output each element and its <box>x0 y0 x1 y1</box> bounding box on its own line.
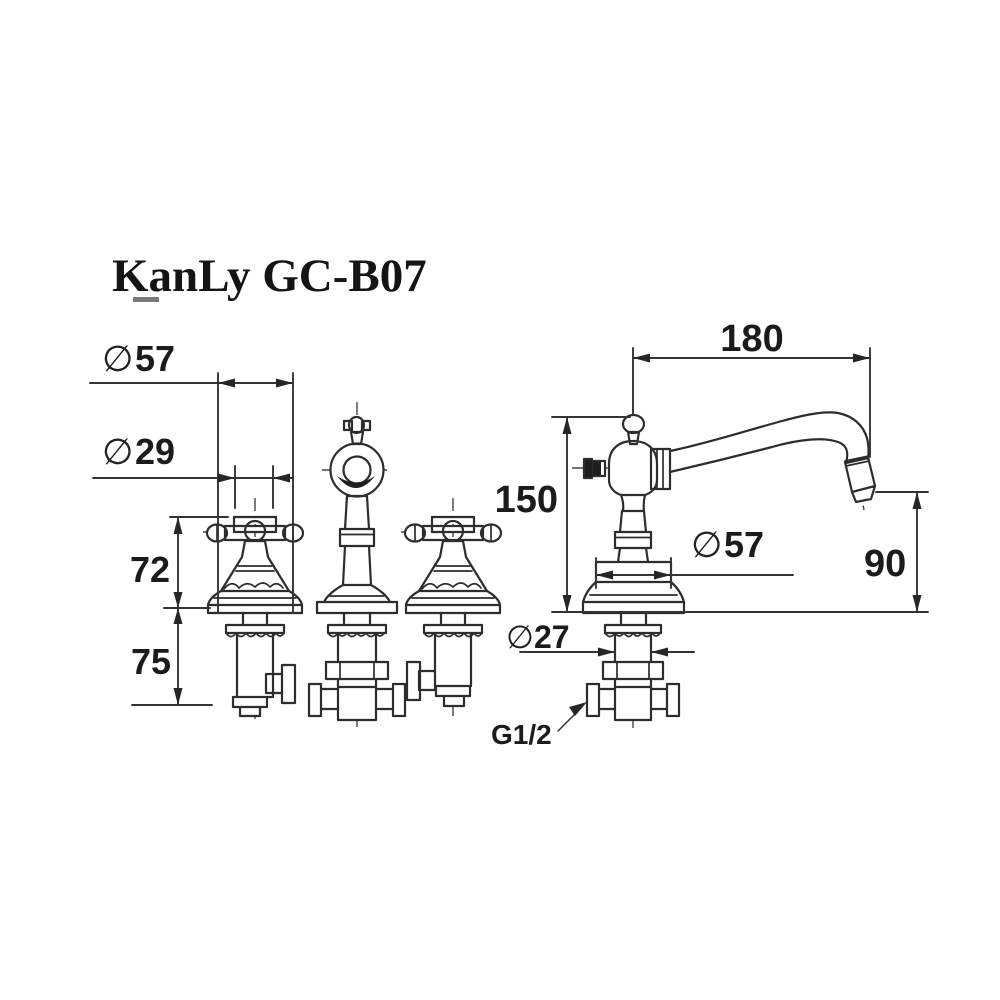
title-block: KanLy GC-B07 <box>112 250 427 302</box>
dim-symbol-d57-left: ∅ <box>102 339 133 380</box>
dim-height-150: 150 <box>495 416 631 613</box>
dim-spout-reach-180: 180 <box>632 318 871 458</box>
dim-value-90: 90 <box>864 543 906 585</box>
dim-shank-diameter-27: ∅ 27 <box>506 618 695 657</box>
spout-front-outline <box>307 415 407 722</box>
thread-leader-arrow <box>569 702 587 716</box>
dim-vertical-72-75: 72 75 <box>130 516 229 706</box>
dim-stem-diameter-29: ∅ 29 <box>92 431 294 509</box>
handle-left-outline <box>205 515 305 718</box>
dim-base-diameter-left: ∅ 57 <box>89 338 294 614</box>
dim-lines-180 <box>632 347 871 458</box>
dim-value-d57-left: 57 <box>135 338 175 379</box>
spout-opening-shadow <box>337 476 375 488</box>
thread-label: G1/2 <box>491 719 552 750</box>
dim-symbol-d27: ∅ <box>506 618 534 656</box>
dim-value-d57-right: 57 <box>724 524 764 565</box>
spout-front-details <box>327 533 385 680</box>
dim-arrows-72-75 <box>173 517 183 705</box>
handle-left-view <box>203 498 307 723</box>
dim-outlet-height-90: 90 <box>864 491 929 613</box>
dim-lines-150 <box>551 416 631 613</box>
dim-arrows-d27 <box>598 647 668 657</box>
side-port-knob-shadow <box>585 460 601 477</box>
dim-arrows-d57-left <box>218 378 293 388</box>
dim-arrows-d57-right <box>596 570 671 580</box>
thread-callout-g12: G1/2 <box>491 702 587 750</box>
handle-right-view <box>401 498 505 716</box>
faucet-details <box>589 448 870 680</box>
dim-symbol-d57-right: ∅ <box>691 525 722 566</box>
handle-right-outline <box>403 515 503 708</box>
handle-right-details <box>411 523 495 638</box>
dim-lines-d29 <box>92 465 294 509</box>
dim-base-diameter-right: ∅ 57 <box>595 524 794 589</box>
dim-value-d27: 27 <box>534 619 570 655</box>
dim-lines-90 <box>875 491 929 613</box>
dim-lines-d57-left <box>89 372 294 614</box>
dim-arrows-d29 <box>218 473 290 483</box>
dim-value-d29: 29 <box>135 431 175 472</box>
spout-front-view <box>307 402 407 727</box>
title-underline <box>133 297 159 302</box>
dim-value-150: 150 <box>495 479 558 521</box>
dim-lines-d57-right <box>595 557 794 589</box>
faucet-side-view <box>572 405 877 728</box>
dim-value-75: 75 <box>131 641 171 682</box>
faucet-outline <box>581 411 877 722</box>
dim-value-72: 72 <box>130 549 170 590</box>
dim-symbol-d29: ∅ <box>102 432 133 473</box>
page-title: KanLy GC-B07 <box>112 250 427 302</box>
dim-value-180: 180 <box>720 318 783 360</box>
